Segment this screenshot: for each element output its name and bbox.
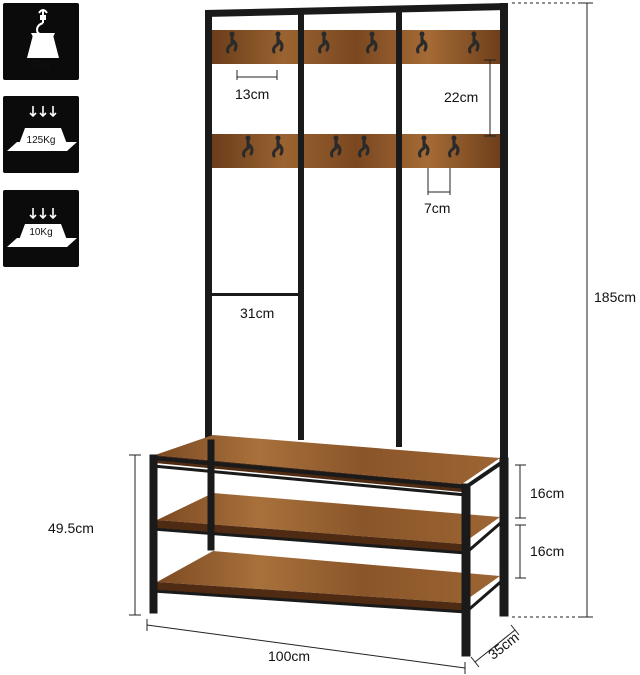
hook-spacing-dimension: 13cm [235,86,270,102]
coat-hook-bottom-3 [330,136,342,158]
hook-mount-bottom-5 [421,135,427,141]
coat-hook-bottom-2 [272,136,284,158]
hook-mount-bottom-6 [451,135,457,141]
total-height-dimension: 185cm [594,289,637,305]
hanging-weight-icon [27,9,59,58]
coat-hook-bottom-6 [448,136,460,158]
coat-hook-top-3 [318,32,330,54]
bench-height-dimension: 49.5cm [48,520,94,536]
shelf-load-badge: 10Kg [3,190,79,267]
back-frame [205,3,508,615]
coat-hook-bottom-1 [242,136,254,158]
hook-mount-bottom-1 [245,135,251,141]
coat-hook-top-2 [272,32,284,54]
shelf-load-label: 10Kg [29,227,53,238]
coat-hook-bottom-4 [358,136,370,158]
hanging-weight-badge: 1Kg [3,3,79,80]
hook-mount-top-4 [369,31,375,37]
coat-hook-top-4 [366,32,378,54]
bench-load-badge: 125Kg [3,96,79,173]
hook-mount-bottom-2 [275,135,281,141]
coat-hook-top-1 [226,32,238,54]
shelf-load-icon [7,208,77,247]
bench-load-label: 125Kg [26,135,56,146]
coat-hook-top-6 [468,32,480,54]
bench-load-icon [7,106,77,151]
shelf-gap-lower-dimension: 16cm [530,543,565,559]
hook-mount-top-6 [471,31,477,37]
bar-gap-dimension: 22cm [444,89,479,105]
top-hook-bar [212,30,500,64]
coat-hook-top-5 [416,32,428,54]
hook-mount-bottom-3 [333,135,339,141]
shelf-gap-upper-dimension: 16cm [530,485,565,501]
dimension-lines [129,2,593,674]
width-dimension: 100cm [268,648,311,664]
hook-mount-bottom-4 [361,135,367,141]
coat-hook-bottom-5 [418,136,430,158]
hook-mount-top-2 [275,31,281,37]
hook-mount-top-3 [321,31,327,37]
hook-mount-top-5 [419,31,425,37]
hook-mount-top-1 [229,31,235,37]
frame-width-dimension: 31cm [240,305,275,321]
hanging-weight-label: 1Kg [32,59,50,70]
hooks [226,31,480,158]
hook-pair-gap-dimension: 7cm [424,200,451,216]
bench-frame [149,439,509,657]
